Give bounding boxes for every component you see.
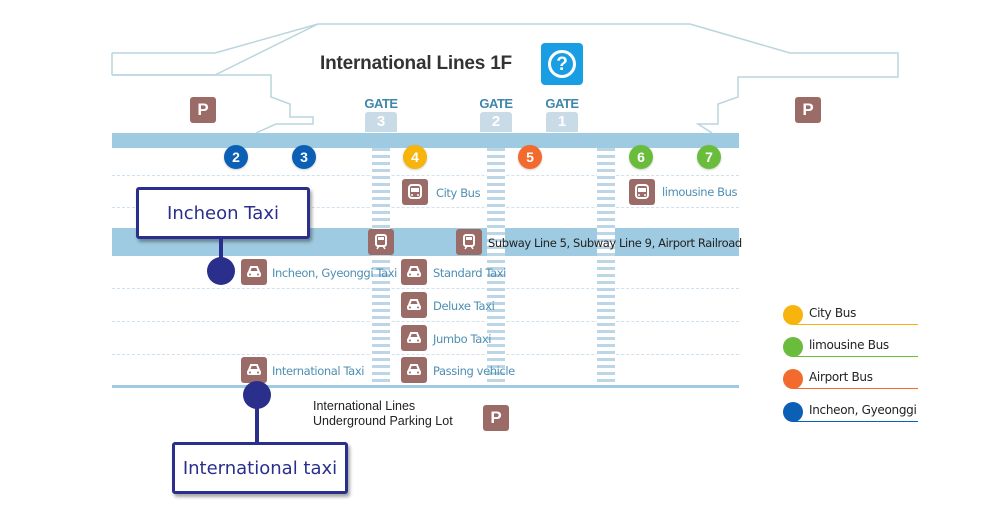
taxi-icon [241,259,267,285]
taxi-icon [241,357,267,383]
incheon-taxi-pin[interactable] [207,257,235,285]
standard-taxi-label: Standard Taxi [433,266,506,280]
parking-icon-underground[interactable]: P [483,405,509,431]
lane-divider [112,288,739,289]
gate-3[interactable]: GATE 3 [364,96,398,132]
incheon-taxi-callout[interactable]: Incheon Taxi [136,187,310,239]
incheon-gyeonggi-dot-icon [783,402,803,422]
crosswalk-gate-3 [372,148,390,385]
passing-vehicle-label: Passing vehicle [433,364,515,378]
city-bus-label: City Bus [436,186,481,200]
taxi-icon [401,292,427,318]
stop-2-badge[interactable]: 2 [224,145,248,169]
international-taxi-label: International Taxi [272,364,365,378]
question-mark-icon: ? [548,50,576,78]
stop-7-badge[interactable]: 7 [697,145,721,169]
city-bus-dot-icon [783,305,803,325]
bottom-edge [112,385,739,388]
legend-item-airport-bus: Airport Bus [783,369,918,389]
parking-icon-west[interactable]: P [190,97,216,123]
taxi-icon [401,325,427,351]
deluxe-taxi-label: Deluxe Taxi [433,299,495,313]
subway-label: Subway Line 5, Subway Line 9, Airport Ra… [488,236,742,250]
lane-divider [112,354,739,355]
lane-divider [112,175,739,176]
bus-icon [629,179,655,205]
lane-divider [112,321,739,322]
limousine-bus-dot-icon [783,337,803,357]
stop-3-badge[interactable]: 3 [292,145,316,169]
curb-band [112,133,739,148]
crosswalk-gate-1 [597,148,615,385]
crosswalk-gate-2 [487,148,505,385]
parking-icon-east[interactable]: P [795,97,821,123]
limousine-bus-label: limousine Bus [662,185,738,199]
incheon-taxi-callout-stem [219,236,223,260]
incheon-gyeonggi-taxi-label: Incheon, Gyeonggi Taxi [272,266,397,280]
page-title: International Lines 1F [320,53,512,74]
stop-5-badge[interactable]: 5 [518,145,542,169]
taxi-icon [401,259,427,285]
parking-lot-label: International Lines Underground Parking … [313,399,453,428]
international-taxi-callout[interactable]: International taxi [172,442,348,494]
stop-6-badge[interactable]: 6 [629,145,653,169]
international-taxi-callout-stem [255,405,259,445]
international-taxi-pin[interactable] [243,381,271,409]
legend-item-incheon-gyeonggi: Incheon, Gyeonggi [783,402,918,422]
train-icon [456,229,482,255]
bus-icon [402,179,428,205]
gate-2[interactable]: GATE 2 [479,96,513,132]
jumbo-taxi-label: Jumbo Taxi [433,332,492,346]
airport-bus-dot-icon [783,369,803,389]
legend-item-city-bus: City Bus [783,305,918,325]
help-button[interactable]: ? [541,43,583,85]
lane-divider [112,207,739,208]
legend-item-limousine-bus: limousine Bus [783,337,918,357]
gate-1[interactable]: GATE 1 [545,96,579,132]
stop-4-badge[interactable]: 4 [403,145,427,169]
taxi-icon [401,357,427,383]
train-icon [368,229,394,255]
